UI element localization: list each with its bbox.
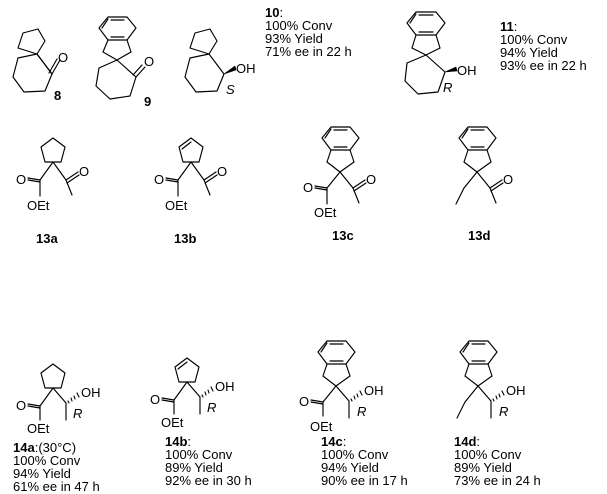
label-9: 9 xyxy=(144,94,151,109)
yield-11: 94% Yield xyxy=(500,45,558,60)
label-8: 8 xyxy=(54,88,61,103)
conv-14c: 100% Conv xyxy=(321,447,389,462)
stereo-r-14c: R xyxy=(357,404,366,419)
conv-14a: 100% Conv xyxy=(13,453,81,468)
structure-13b: O O OEt 13b xyxy=(154,137,227,246)
stereo-r-14d: R xyxy=(499,404,508,419)
result-14c: 14c: 100% Conv 94% Yield 90% ee in 17 h xyxy=(321,434,408,488)
label-11-suffix: : xyxy=(514,19,518,34)
atom-o-8: O xyxy=(58,50,68,65)
result-11: 11: 100% Conv 94% Yield 93% ee in 22 h xyxy=(500,19,587,73)
label-14c-suffix: : xyxy=(343,434,347,449)
structure-11: OH R xyxy=(404,11,477,95)
label-14d-suffix: : xyxy=(476,434,480,449)
atom-o-13c-ester: O xyxy=(303,180,313,195)
result-14a: 14a:(30°C) 100% Conv 94% Yield 61% ee in… xyxy=(13,440,100,494)
label-14b: 14b xyxy=(165,434,187,449)
ee-14b: 92% ee in 30 h xyxy=(165,473,252,488)
atom-oh-14a: OH xyxy=(81,385,101,400)
result-14d: 14d: 100% Conv 89% Yield 73% ee in 24 h xyxy=(454,434,541,488)
atom-oh-14c: OH xyxy=(364,383,384,398)
label-14c: 14c xyxy=(321,434,343,449)
label-14a-suffix: :(30°C) xyxy=(35,440,76,455)
label-13c: 13c xyxy=(332,228,354,243)
atom-oh-14b: OH xyxy=(215,379,235,394)
yield-14c: 94% Yield xyxy=(321,460,379,475)
ee-14d: 73% ee in 24 h xyxy=(454,473,541,488)
atom-oh-14d: OH xyxy=(506,383,526,398)
structure-9: O 9 xyxy=(95,16,154,109)
atom-o-14a: O xyxy=(16,398,26,413)
conv-14d: 100% Conv xyxy=(454,447,522,462)
svg-text:14b:: 14b: xyxy=(165,434,191,449)
atom-oh-10: OH xyxy=(236,61,256,76)
atom-oet-13c: OEt xyxy=(314,205,337,220)
ee-10: 71% ee in 22 h xyxy=(265,44,352,59)
label-13d: 13d xyxy=(468,228,490,243)
atom-o-14c: O xyxy=(299,394,309,409)
result-14b: 14b: 100% Conv 89% Yield 92% ee in 30 h xyxy=(165,434,252,488)
label-10-suffix: : xyxy=(279,5,283,20)
structure-14d: OH R xyxy=(456,340,526,419)
atom-oet-13b: OEt xyxy=(165,198,188,213)
label-11: 11 xyxy=(500,19,514,34)
ee-14c: 90% ee in 17 h xyxy=(321,473,408,488)
atom-o-13d-ketone: O xyxy=(503,172,513,187)
structure-14c: O OH R OEt xyxy=(299,340,384,434)
atom-o-13b-ketone: O xyxy=(217,164,227,179)
result-10: 10: 100% Conv 93% Yield 71% ee in 22 h xyxy=(265,5,352,59)
conv-11: 100% Conv xyxy=(500,32,568,47)
structure-14b: O OH R OEt xyxy=(150,357,235,430)
atom-o-14b: O xyxy=(150,392,160,407)
yield-14a: 94% Yield xyxy=(13,466,71,481)
atom-oet-14a: OEt xyxy=(27,421,50,436)
label-14d: 14d xyxy=(454,434,476,449)
structure-13a: O O OEt 13a xyxy=(16,137,89,246)
structure-13d: O 13d xyxy=(455,126,513,243)
atom-o-13a-ketone: O xyxy=(79,164,89,179)
label-14a: 14a xyxy=(13,440,35,455)
ee-14a: 61% ee in 47 h xyxy=(13,479,100,494)
stereo-r-11: R xyxy=(443,80,452,95)
label-13b: 13b xyxy=(174,231,196,246)
structure-14a: O OH R OEt xyxy=(16,363,101,436)
svg-text:14d:: 14d: xyxy=(454,434,480,449)
yield-14b: 89% Yield xyxy=(165,460,223,475)
label-10: 10 xyxy=(265,5,279,20)
label-14b-suffix: : xyxy=(187,434,191,449)
atom-oet-14c: OEt xyxy=(310,419,333,434)
atom-o-13c-ketone: O xyxy=(366,172,376,187)
atom-oet-13a: OEt xyxy=(27,198,50,213)
svg-text:10:: 10: xyxy=(265,5,283,20)
stereo-s-10: S xyxy=(226,82,235,97)
yield-14d: 89% Yield xyxy=(454,460,512,475)
structure-13c: O O OEt 13c xyxy=(303,126,376,243)
atom-oh-11: OH xyxy=(457,63,477,78)
ee-11: 93% ee in 22 h xyxy=(500,58,587,73)
atom-o-13a-ester: O xyxy=(16,172,26,187)
svg-text:14c:: 14c: xyxy=(321,434,346,449)
conv-10: 100% Conv xyxy=(265,18,333,33)
atom-oet-14b: OEt xyxy=(161,415,184,430)
svg-text:11:: 11: xyxy=(500,19,517,34)
structure-8: O 8 xyxy=(12,28,68,103)
yield-10: 93% Yield xyxy=(265,31,323,46)
stereo-r-14b: R xyxy=(207,400,216,415)
conv-14b: 100% Conv xyxy=(165,447,233,462)
atom-o-13b-ester: O xyxy=(154,172,164,187)
stereo-r-14a: R xyxy=(73,406,82,421)
label-13a: 13a xyxy=(36,231,58,246)
svg-text:14a:(30°C): 14a:(30°C) xyxy=(13,440,76,455)
structure-10: OH S xyxy=(184,28,256,97)
atom-o-9: O xyxy=(144,54,154,69)
